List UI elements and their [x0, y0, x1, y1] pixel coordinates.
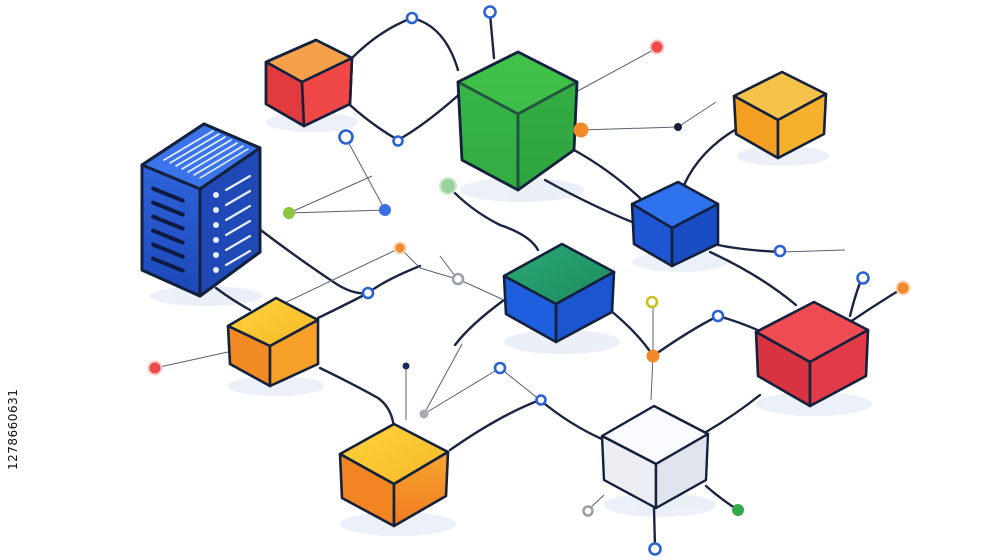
cube-yellow-orange-bottom	[338, 422, 450, 528]
cube-blue-right	[630, 180, 720, 268]
server-icon	[140, 122, 262, 298]
thin-lines	[154, 47, 846, 511]
solid-dots	[283, 122, 744, 516]
cube-orange-right	[732, 70, 828, 160]
server-lights	[213, 192, 219, 273]
cube-white-bottom	[600, 404, 710, 510]
hollow-dots	[338, 5, 870, 556]
cube-red-right	[754, 300, 870, 408]
ringed-dots	[147, 39, 911, 376]
cube-red-orange-top	[264, 38, 354, 128]
cube-green-large	[456, 50, 579, 192]
server-slots	[151, 186, 185, 273]
server-vents	[163, 130, 249, 179]
stock-image-id: 1278660631	[6, 388, 20, 470]
cube-yellow-orange-left	[226, 296, 320, 388]
cube-teal-blue-center	[502, 242, 616, 344]
